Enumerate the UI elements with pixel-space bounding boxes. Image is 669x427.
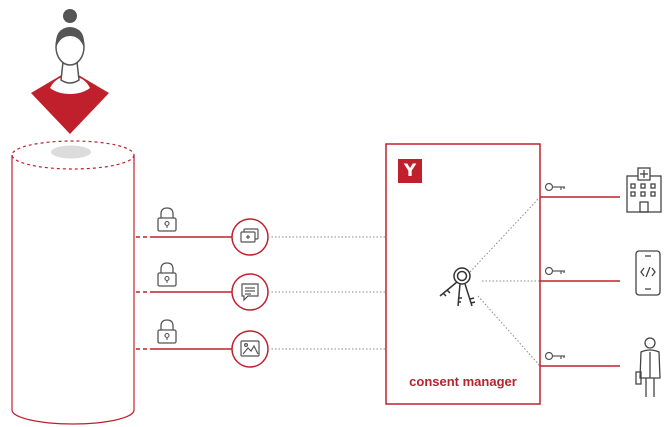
- data-store-cylinder: [11, 140, 135, 425]
- lock-icon: [157, 262, 177, 287]
- key-icon: [544, 266, 565, 276]
- message-icon: [241, 283, 259, 302]
- lock-icon: [157, 319, 177, 344]
- keys-icon: [439, 267, 476, 307]
- person-avatar: [31, 9, 109, 134]
- lock-icon: [157, 207, 177, 232]
- consent-manager-logo: Y: [398, 159, 422, 183]
- key-distribution-lines: [469, 196, 541, 367]
- key-icon: [544, 351, 565, 361]
- consent-manager-box: [385, 143, 541, 405]
- recipient-doctor: [540, 337, 661, 397]
- photo-stack-icon: [240, 228, 259, 243]
- data-row-messages: [136, 262, 436, 311]
- recipient-app-developer: [540, 250, 661, 296]
- recipient-hospital: [540, 167, 662, 213]
- image-icon: [240, 340, 260, 357]
- mobile-code-icon: [635, 250, 661, 296]
- key-icon: [544, 182, 565, 192]
- consent-manager-label: consent manager: [409, 374, 517, 389]
- data-row-images: [136, 319, 466, 368]
- hospital-icon: [626, 167, 662, 213]
- doctor-icon: [635, 337, 661, 397]
